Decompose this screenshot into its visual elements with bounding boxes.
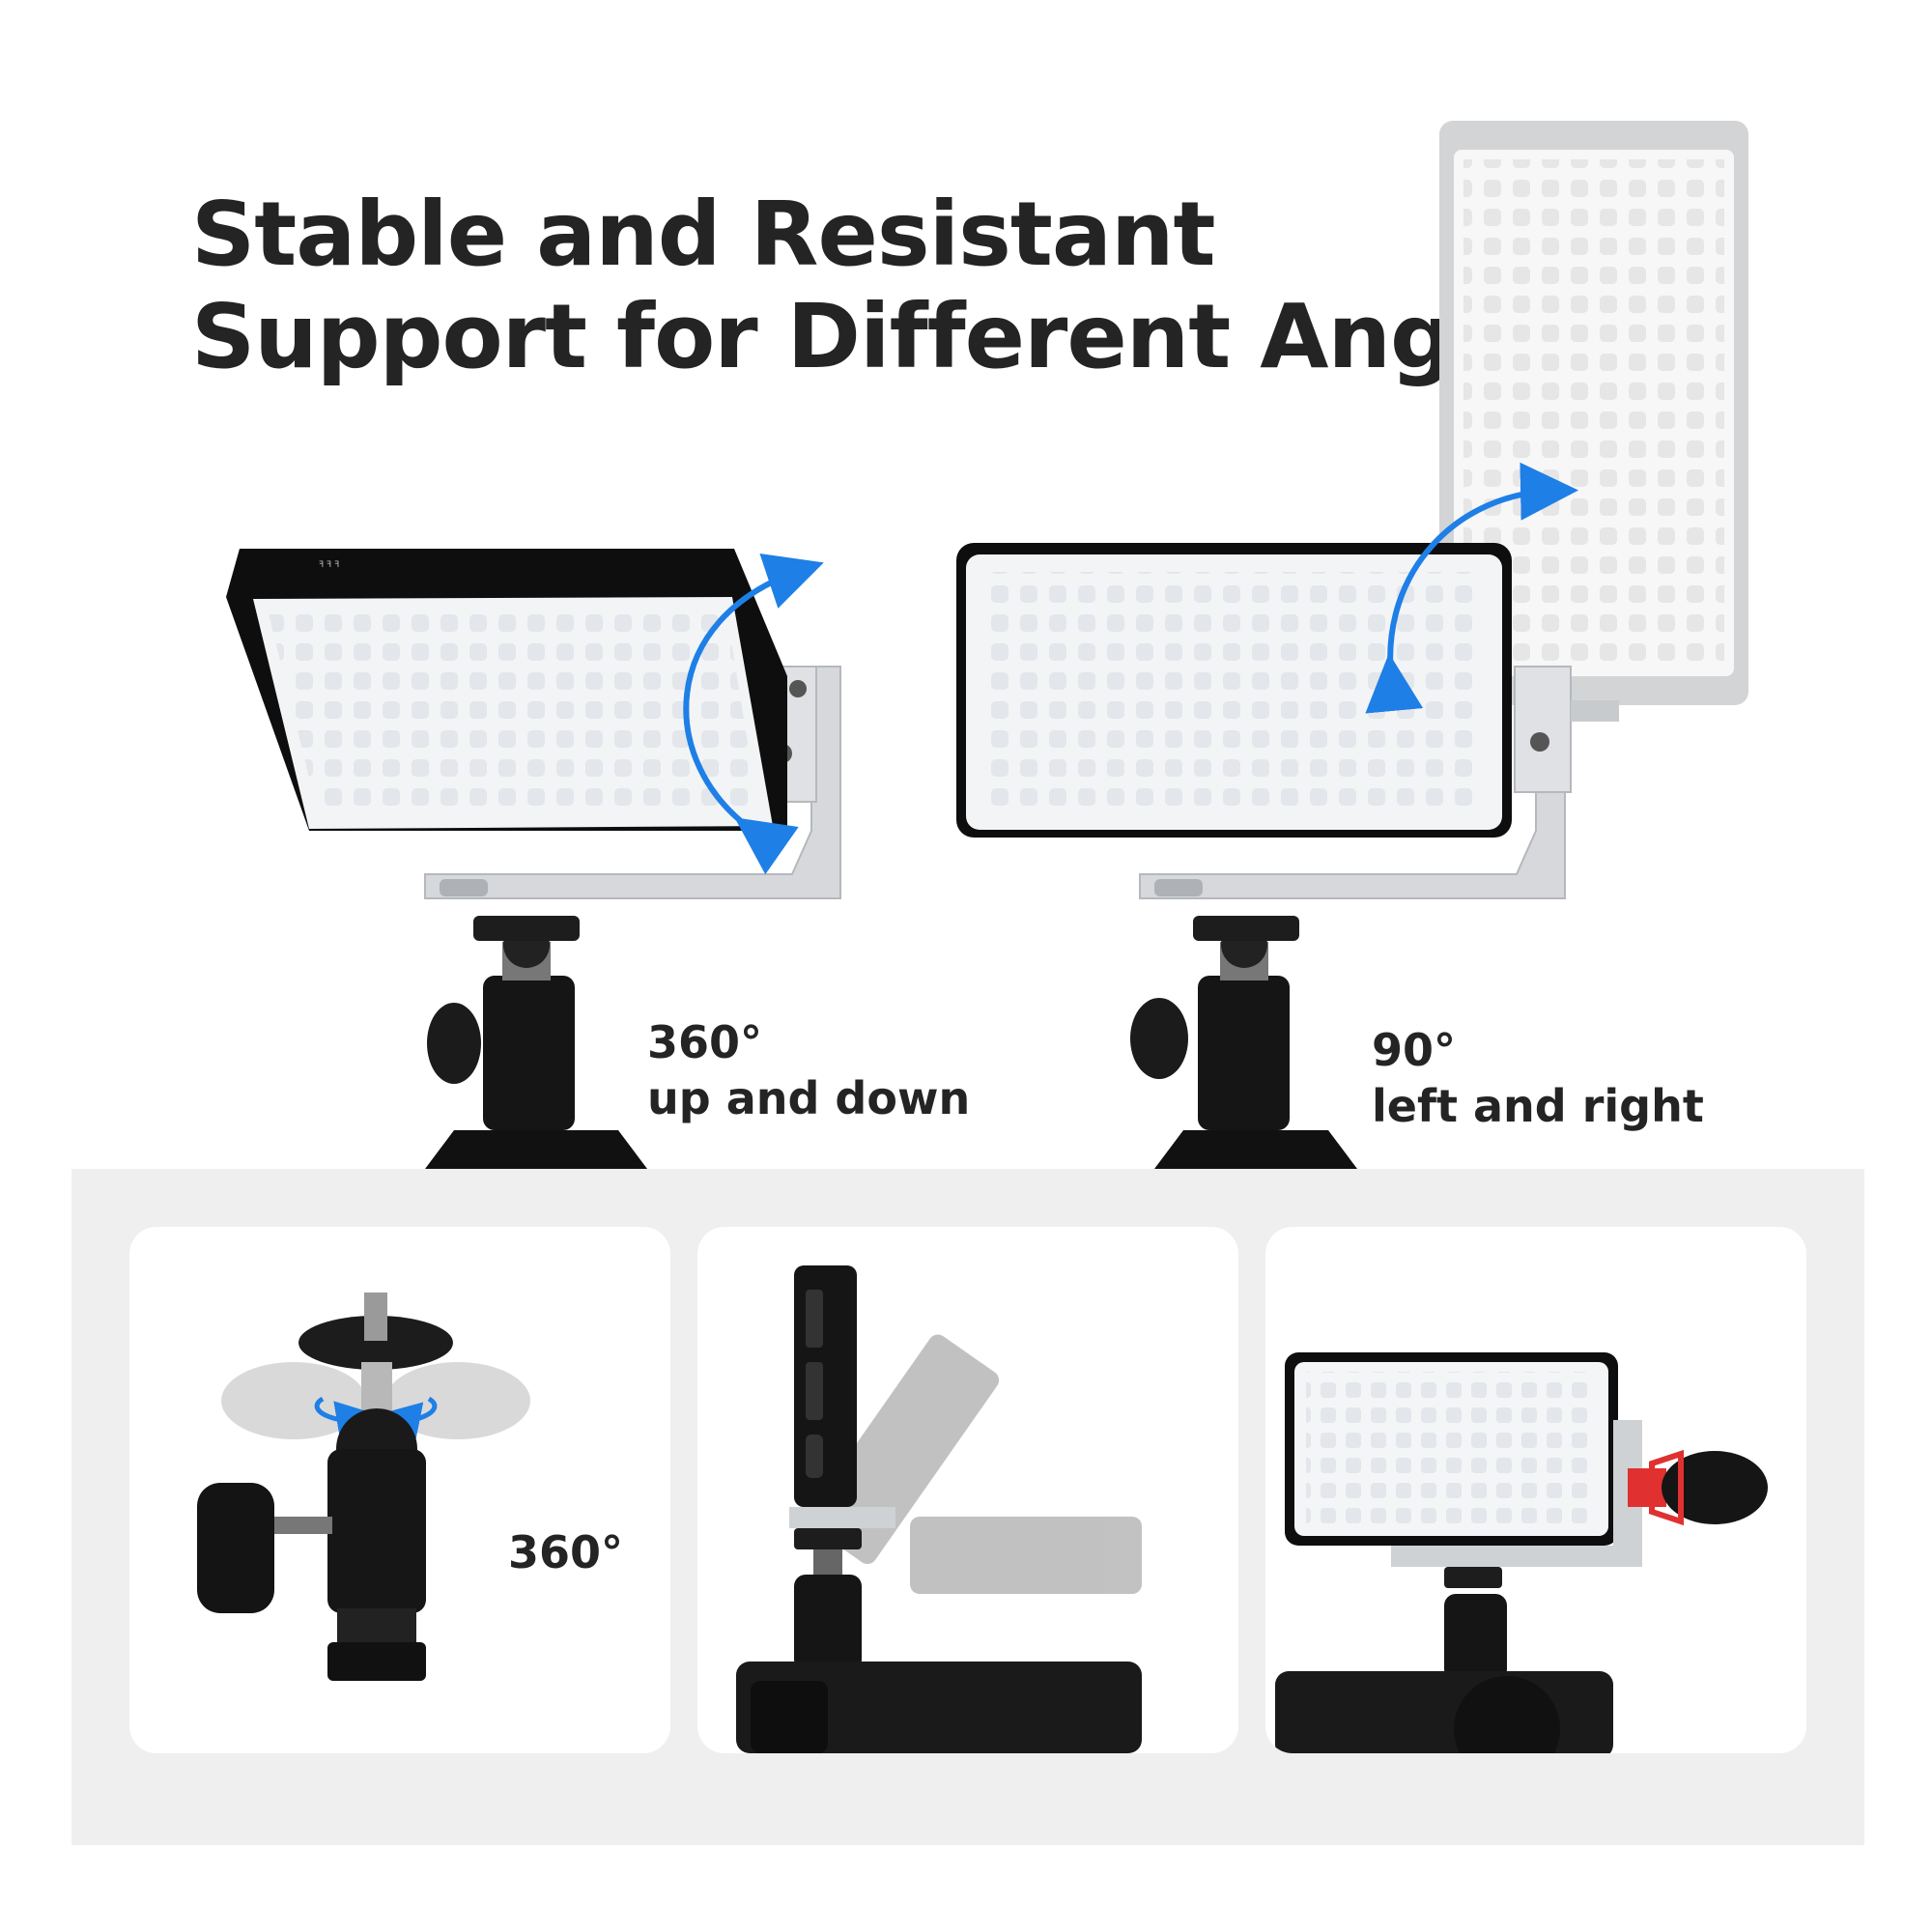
lock-knob	[427, 1003, 481, 1084]
ball-head-2	[1198, 976, 1290, 1130]
feature-band: 360°	[71, 1169, 1864, 1845]
caption-left-angle: 360°	[647, 1016, 763, 1068]
right-light-assembly	[956, 121, 1748, 1169]
headline: Stable and Resistant Support for Differe…	[191, 183, 1595, 388]
caption-left: 360° up and down	[647, 1014, 970, 1126]
ball-head-angle-label: 360°	[508, 1526, 624, 1578]
caption-right: 90° left and right	[1372, 1022, 1704, 1134]
rotation-arrow-left	[683, 553, 824, 875]
ball-head-illustration	[197, 1293, 530, 1681]
ball-head-card: 360°	[129, 1227, 670, 1753]
caption-left-direction: up and down	[647, 1072, 971, 1124]
caption-right-direction: left and right	[1372, 1080, 1704, 1132]
mic-mount-card	[1265, 1227, 1806, 1753]
left-light-assembly: ꟻ ꟻ ꟻ	[226, 549, 841, 1169]
camera-mount-card	[697, 1227, 1238, 1753]
svg-text:ꟻ ꟻ ꟻ: ꟻ ꟻ ꟻ	[319, 560, 339, 570]
camera-mount-illustration	[736, 1265, 1142, 1753]
caption-right-angle: 90°	[1372, 1024, 1457, 1076]
headline-line-2: Support for Different Angles	[191, 285, 1595, 388]
headline-line-1: Stable and Resistant	[191, 183, 1215, 286]
ball-head	[483, 976, 575, 1130]
rotation-arrow-right	[1365, 462, 1578, 714]
mic-mount-illustration	[1275, 1352, 1768, 1753]
upper-illustrations: ꟻ ꟻ ꟻ	[226, 121, 1748, 1169]
